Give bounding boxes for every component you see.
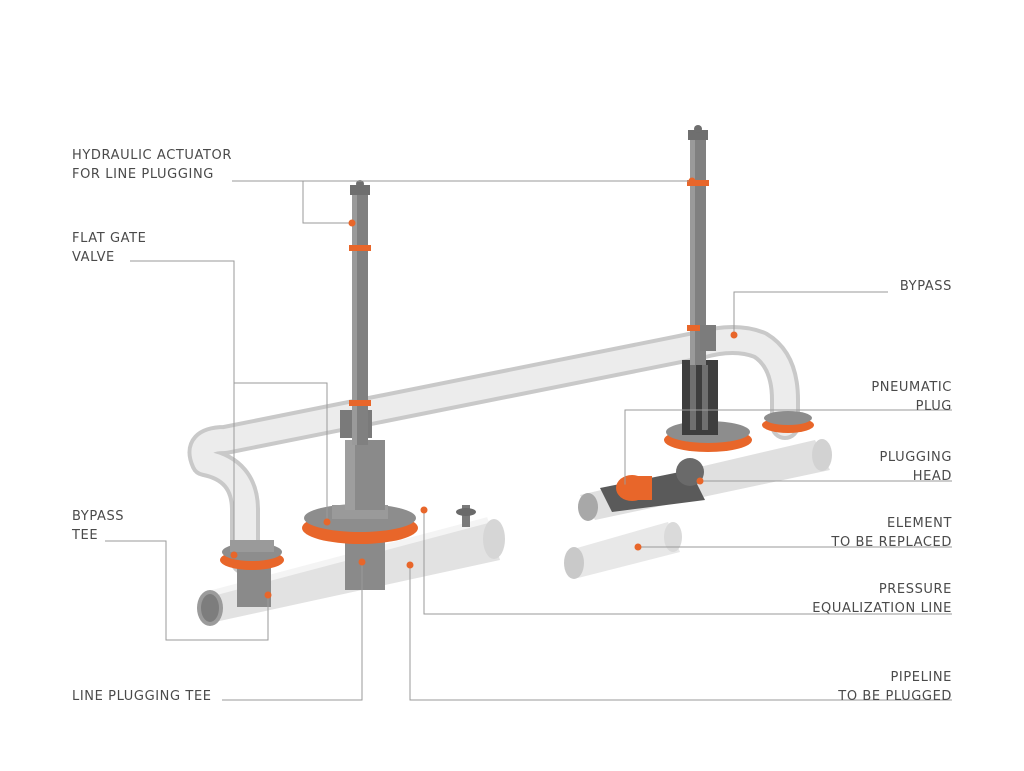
label-hydraulic-actuator-line-1: HYDRAULIC ACTUATOR <box>72 148 233 163</box>
label-plugging-head-line-2: HEAD <box>912 469 952 484</box>
left-hydraulic-actuator <box>340 180 385 510</box>
label-pneumatic-plug: PNEUMATIC PLUG <box>871 378 952 416</box>
element-to-be-replaced <box>564 522 682 579</box>
dot-hydraulic-actuator-left <box>348 219 356 227</box>
label-plugging-head: PLUGGING HEAD <box>879 448 952 486</box>
label-bypass-line-1: BYPASS <box>899 279 952 294</box>
label-plugging-head-line-1: PLUGGING <box>879 450 952 465</box>
label-pneumatic-plug-line-2: PLUG <box>915 399 952 414</box>
label-bypass: BYPASS <box>900 277 952 296</box>
label-flat-gate-valve: FLAT GATE VALVE <box>72 229 147 267</box>
label-element-to-be-replaced: ELEMENT TO BE REPLACED <box>831 514 952 552</box>
label-pipeline-to-be-plugged-line-1: PIPELINE <box>890 670 952 685</box>
dot-pressure-equalization <box>420 506 428 514</box>
left-bypass-tee-flange <box>220 540 284 570</box>
label-pressure-equalization-line-1: PRESSURE <box>878 582 952 597</box>
bypass-pipe <box>187 325 800 575</box>
label-flat-gate-valve-line-2: VALVE <box>72 250 115 265</box>
label-flat-gate-valve-line-1: FLAT GATE <box>72 231 147 246</box>
label-pneumatic-plug-line-1: PNEUMATIC <box>871 380 952 395</box>
label-pipeline-to-be-plugged: PIPELINE TO BE PLUGGED <box>838 668 952 706</box>
right-bypass-tee-flange <box>762 411 814 433</box>
dot-flat-gate-valve-left <box>323 518 331 526</box>
dot-line-plugging-tee <box>358 558 366 566</box>
label-hydraulic-actuator-line-2: FOR LINE PLUGGING <box>72 167 214 182</box>
right-pipeline <box>578 439 832 521</box>
dot-plugging-head <box>696 477 704 485</box>
dot-bypass-tee <box>264 591 272 599</box>
label-pressure-equalization-line: PRESSURE EQUALIZATION LINE <box>812 580 952 618</box>
callout-dots <box>230 177 738 599</box>
dot-hydraulic-actuator-right <box>688 177 696 185</box>
label-hydraulic-actuator: HYDRAULIC ACTUATOR FOR LINE PLUGGING <box>72 146 232 184</box>
label-bypass-tee: BYPASS TEE <box>72 507 124 545</box>
label-pressure-equalization-line-2: EQUALIZATION LINE <box>812 601 952 616</box>
label-bypass-tee-line-2: TEE <box>72 528 99 543</box>
label-element-to-be-replaced-line-2: TO BE REPLACED <box>831 535 952 550</box>
label-line-plugging-tee: LINE PLUGGING TEE <box>72 687 212 706</box>
leader-lines <box>105 180 952 701</box>
label-line-plugging-tee-line-1: LINE PLUGGING TEE <box>72 689 212 704</box>
dot-flat-gate-valve-bypass <box>230 551 238 559</box>
dot-pipeline <box>406 561 414 569</box>
dot-bypass <box>730 331 738 339</box>
line-plugging-tee-flange <box>302 504 418 544</box>
label-bypass-tee-line-1: BYPASS <box>72 509 125 524</box>
right-hydraulic-actuator <box>682 125 718 435</box>
dot-element-to-be-replaced <box>634 543 642 551</box>
label-element-to-be-replaced-line-1: ELEMENT <box>887 516 952 531</box>
label-pipeline-to-be-plugged-line-2: TO BE PLUGGED <box>838 689 952 704</box>
dot-pneumatic-plug <box>621 484 629 492</box>
